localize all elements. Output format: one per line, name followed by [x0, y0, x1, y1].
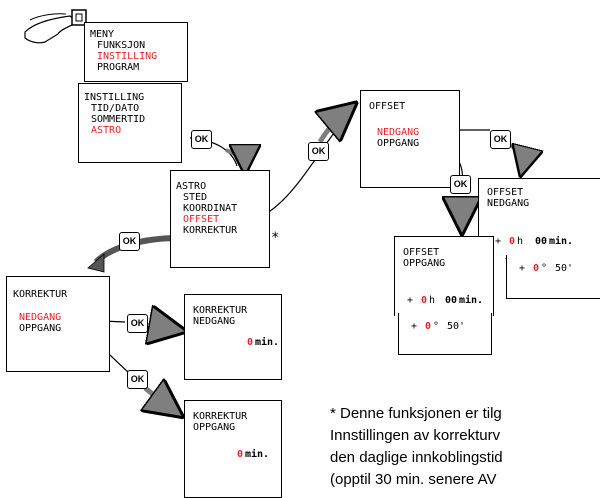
off-ned-title: OFFSET: [487, 187, 524, 198]
offset-oppgang-screen: OFFSET OPPGANG + 0 h 00 min.: [394, 236, 494, 316]
instilling-item-astro: ASTRO: [91, 125, 122, 136]
korr-opp-subtitle: OPPGANG: [193, 422, 236, 433]
offset-oppgang-screen-lower: + 0 ° 50': [398, 313, 492, 355]
korr-ned-value: 0: [247, 337, 254, 348]
off-ned-minutes-unit: min.: [549, 236, 574, 247]
korr-opp-value: 0: [237, 449, 244, 460]
menu-item-instilling: INSTILLING: [97, 51, 158, 62]
off-opp-degrees: 0: [425, 321, 432, 332]
off-ned-minutes: 00: [535, 236, 548, 247]
astro-screen: ASTRO STED KOORDINAT OFFSET KORREKTUR: [170, 170, 270, 268]
korrektur-item-nedgang: NEDGANG: [19, 312, 62, 323]
footnote-line-4: (opptil 30 min. senere AV: [330, 471, 497, 488]
korrektur-screen: KORREKTUR NEDGANG OPPGANG: [6, 276, 110, 372]
instilling-item-tid-dato: TID/DATO: [91, 103, 140, 114]
ok-button-offset-nedgang[interactable]: OK: [490, 130, 511, 149]
off-opp-sign: +: [407, 295, 414, 306]
ok-button-astro-offset[interactable]: OK: [308, 142, 329, 161]
ok-button-korrektur-oppgang[interactable]: OK: [127, 370, 148, 389]
off-ned-subtitle: NEDGANG: [487, 198, 530, 209]
korr-ned-title: KORREKTUR: [193, 305, 248, 316]
menu-item-funksjon: FUNKSJON: [97, 40, 146, 51]
offset-item-nedgang: NEDGANG: [377, 127, 420, 138]
off-opp-subtitle: OPPGANG: [403, 258, 446, 269]
korrektur-title: KORREKTUR: [13, 289, 68, 300]
off-ned-arcmin: 50': [555, 263, 574, 274]
instilling-title: INSTILLING: [84, 92, 145, 103]
ok-button-korrektur-nedgang[interactable]: OK: [127, 314, 148, 333]
off-opp-hours-unit: h: [429, 295, 436, 306]
offset-nedgang-screen-lower: + 0 ° 50': [506, 255, 600, 299]
menu-item-program: PROGRAM: [97, 62, 140, 73]
korr-ned-subtitle: NEDGANG: [193, 316, 236, 327]
off-ned-degrees: 0: [533, 263, 540, 274]
off-opp-hours: 0: [421, 295, 428, 306]
footnote-line-2: Innstillingen av korrekturv: [330, 427, 501, 444]
astro-item-koordinat: KOORDINAT: [183, 203, 238, 214]
footnote-line-1: * Denne funksjonen er tilg: [330, 405, 502, 422]
offset-screen: OFFSET NEDGANG OPPGANG: [360, 90, 460, 188]
korrektur-item-oppgang: OPPGANG: [19, 323, 62, 334]
korr-opp-unit: min.: [245, 449, 270, 460]
offset-nedgang-screen: OFFSET NEDGANG + 0 h 00 min.: [478, 178, 600, 258]
korr-ned-unit: min.: [255, 337, 280, 348]
astro-title: ASTRO: [176, 181, 207, 192]
footnote-line-3: den daglige innkoblingstid: [330, 449, 503, 466]
korrektur-oppgang-screen: KORREKTUR OPPGANG 0 min.: [184, 400, 282, 498]
off-ned-hours: 0: [509, 236, 516, 247]
off-ned-sign-2: +: [519, 263, 526, 274]
instilling-screen: INSTILLING TID/DATO SOMMERTID ASTRO: [78, 83, 182, 163]
off-opp-minutes-unit: min.: [459, 295, 484, 306]
astro-item-sted: STED: [183, 192, 208, 203]
hand-press-icon: [24, 9, 87, 44]
off-ned-degree-unit: °: [541, 263, 548, 274]
off-opp-title: OFFSET: [403, 247, 440, 258]
footnote-text: * Denne funksjonen er tilg Innstillingen…: [330, 403, 600, 491]
off-opp-degree-unit: °: [433, 321, 440, 332]
astro-item-offset: OFFSET: [183, 214, 220, 225]
off-ned-sign: +: [495, 236, 502, 247]
off-ned-hours-unit: h: [517, 236, 524, 247]
instilling-item-sommertid: SOMMERTID: [91, 114, 146, 125]
korr-opp-title: KORREKTUR: [193, 411, 248, 422]
menu-title: MENY: [90, 29, 115, 40]
off-opp-sign-2: +: [411, 321, 418, 332]
astro-item-korrektur: KORREKTUR: [183, 225, 238, 236]
offset-title: OFFSET: [369, 101, 406, 112]
offset-item-oppgang: OPPGANG: [377, 138, 420, 149]
footnote-star: *: [271, 230, 280, 246]
off-opp-arcmin: 50': [447, 321, 466, 332]
ok-button-instilling[interactable]: OK: [191, 130, 212, 149]
menu-screen: MENY FUNKSJON INSTILLING PROGRAM: [84, 22, 188, 82]
korrektur-nedgang-screen: KORREKTUR NEDGANG 0 min.: [184, 294, 282, 380]
ok-button-astro-korrektur[interactable]: OK: [119, 232, 140, 251]
off-opp-minutes: 00: [445, 295, 458, 306]
ok-button-offset-oppgang[interactable]: OK: [450, 175, 471, 194]
